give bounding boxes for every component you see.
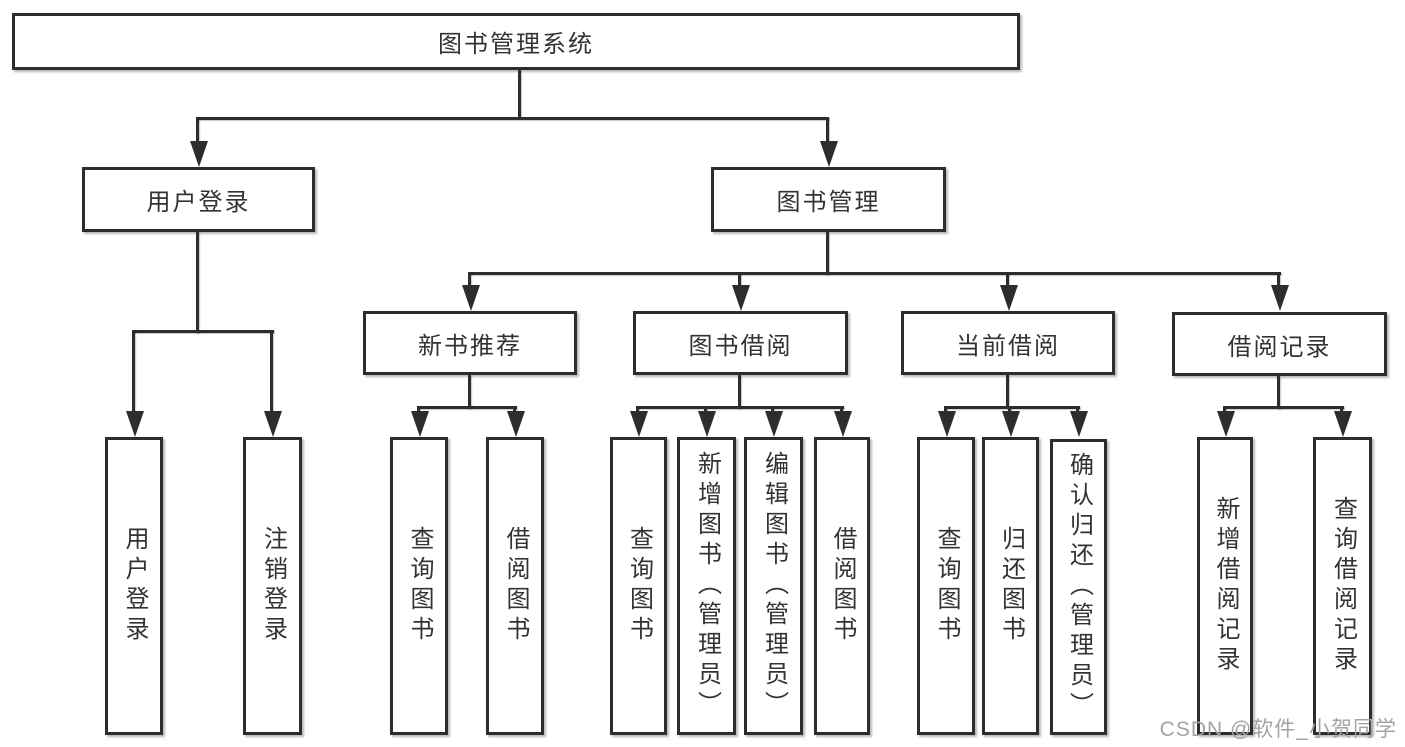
- connector-arrowhead-down-icon: [938, 411, 956, 437]
- connector-line-vertical: [468, 375, 471, 409]
- leaf-edit-book-admin: 编辑图书（管理员）: [744, 437, 803, 735]
- leaf-user-login: 用户登录: [105, 437, 163, 735]
- connector-line-horizontal: [196, 117, 829, 120]
- connector-arrowhead-down-icon: [1271, 285, 1289, 311]
- connector-arrowhead-down-icon: [126, 411, 144, 437]
- connector-arrowhead-down-icon: [1334, 411, 1352, 437]
- connector-line-vertical: [196, 117, 199, 146]
- connector-line-horizontal: [417, 406, 517, 409]
- connector-line-horizontal: [468, 272, 1281, 275]
- connector-arrowhead-down-icon: [411, 411, 429, 437]
- connector-line-vertical: [1006, 375, 1009, 409]
- connector-arrowhead-down-icon: [462, 285, 480, 311]
- connector-line-vertical: [826, 232, 829, 275]
- node-borrowing-records: 借阅记录: [1172, 312, 1387, 376]
- leaf-search-books-borrowing: 查询图书: [610, 437, 667, 735]
- connector-line-vertical: [196, 232, 199, 333]
- node-book-management: 图书管理: [711, 167, 946, 232]
- connector-arrowhead-down-icon: [1000, 285, 1018, 311]
- node-user-login: 用户登录: [82, 167, 315, 232]
- connector-line-vertical: [518, 70, 521, 118]
- leaf-borrow-books: 借阅图书: [814, 437, 870, 735]
- connector-line-vertical: [1277, 376, 1280, 409]
- leaf-return-books: 归还图书: [982, 437, 1039, 735]
- connector-arrowhead-down-icon: [630, 411, 648, 437]
- connector-line-horizontal: [1223, 406, 1344, 409]
- connector-line-horizontal: [944, 406, 1080, 409]
- connector-line-horizontal: [636, 406, 844, 409]
- connector-arrowhead-down-icon: [698, 411, 716, 437]
- leaf-borrow-books-recommend: 借阅图书: [486, 437, 544, 735]
- leaf-search-books-recommend: 查询图书: [390, 437, 448, 735]
- leaf-add-book-admin: 新增图书（管理员）: [677, 437, 736, 735]
- leaf-logout: 注销登录: [243, 437, 302, 735]
- connector-arrowhead-down-icon: [1070, 411, 1088, 437]
- connector-line-vertical: [1006, 272, 1009, 290]
- connector-line-vertical: [738, 375, 741, 409]
- connector-arrowhead-down-icon: [732, 285, 750, 311]
- connector-line-vertical: [132, 330, 135, 416]
- connector-arrowhead-down-icon: [190, 141, 208, 167]
- node-book-borrowing: 图书借阅: [633, 311, 848, 375]
- connector-arrowhead-down-icon: [820, 141, 838, 167]
- connector-arrowhead-down-icon: [1002, 411, 1020, 437]
- connector-line-vertical: [738, 272, 741, 290]
- connector-line-vertical: [468, 272, 471, 290]
- watermark: CSDN @软件_小贺同学: [1159, 718, 1397, 741]
- leaf-add-borrow-record: 新增借阅记录: [1197, 437, 1253, 735]
- node-current-borrowing: 当前借阅: [901, 311, 1115, 375]
- connector-line-vertical: [1277, 272, 1280, 290]
- connector-arrowhead-down-icon: [1217, 411, 1235, 437]
- leaf-search-books-current: 查询图书: [917, 437, 975, 735]
- connector-line-vertical: [270, 330, 273, 416]
- connector-line-vertical: [826, 117, 829, 146]
- connector-line-horizontal: [132, 330, 274, 333]
- node-new-book-recommendation: 新书推荐: [363, 311, 577, 375]
- connector-arrowhead-down-icon: [264, 411, 282, 437]
- node-book-management-system: 图书管理系统: [12, 13, 1020, 70]
- connector-arrowhead-down-icon: [834, 411, 852, 437]
- leaf-confirm-return-admin: 确认归还（管理员）: [1050, 439, 1107, 735]
- connector-arrowhead-down-icon: [507, 411, 525, 437]
- connector-arrowhead-down-icon: [765, 411, 783, 437]
- leaf-search-borrow-record: 查询借阅记录: [1313, 437, 1372, 735]
